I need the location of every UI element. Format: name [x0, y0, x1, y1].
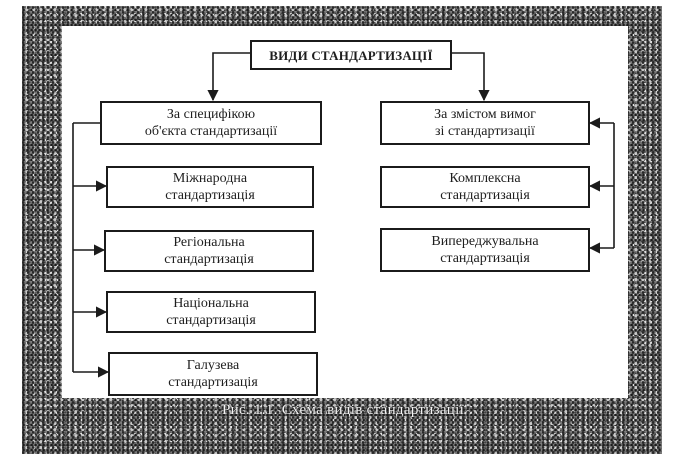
left-item-line1: Міжнародна	[172, 171, 248, 186]
connector-title-right-root	[452, 52, 490, 102]
right-root-box: За змістом вимог зі стандартизації	[380, 101, 590, 145]
right-item-line2: стандартизація	[440, 251, 530, 266]
connector-title-left-root	[207, 52, 250, 102]
left-item-line2: стандартизація	[168, 375, 258, 390]
right-item-box-advanced: Випереджувальна стандартизація	[380, 228, 590, 272]
diagram-title: ВИДИ СТАНДАРТИЗАЦІЇ	[269, 47, 433, 63]
right-item-line1: Комплексна	[449, 171, 521, 186]
left-item-line2: стандартизація	[164, 252, 254, 267]
left-root-line1: За специфікою	[166, 107, 256, 122]
right-root-line1: За змістом вимог	[434, 107, 536, 122]
left-item-line1: Галузева	[186, 358, 240, 373]
right-item-box-complex: Комплексна стандартизація	[380, 166, 590, 208]
left-item-box-national: Національна стандартизація	[106, 291, 316, 333]
diagram-canvas	[62, 26, 628, 398]
right-root-line2: зі стандартизації	[435, 124, 535, 139]
left-item-line1: Національна	[173, 296, 249, 311]
left-root-box: За специфікою об'єкта стандартизації	[100, 101, 322, 145]
right-item-line2: стандартизація	[440, 188, 530, 203]
left-item-box-international: Міжнародна стандартизація	[106, 166, 314, 208]
left-item-line1: Регіональна	[173, 235, 245, 250]
left-item-box-regional: Регіональна стандартизація	[104, 230, 314, 272]
right-item-line1: Випереджувальна	[431, 234, 539, 249]
left-item-line2: стандартизація	[165, 188, 255, 203]
left-item-box-sectoral: Галузева стандартизація	[108, 352, 318, 396]
left-item-line2: стандартизація	[166, 313, 256, 328]
left-root-line2: об'єкта стандартизації	[144, 124, 278, 139]
figure-caption: Рис. 1.1. Схема видів стандартизації	[221, 402, 465, 418]
diagram-title-box: ВИДИ СТАНДАРТИЗАЦІЇ	[250, 40, 452, 70]
